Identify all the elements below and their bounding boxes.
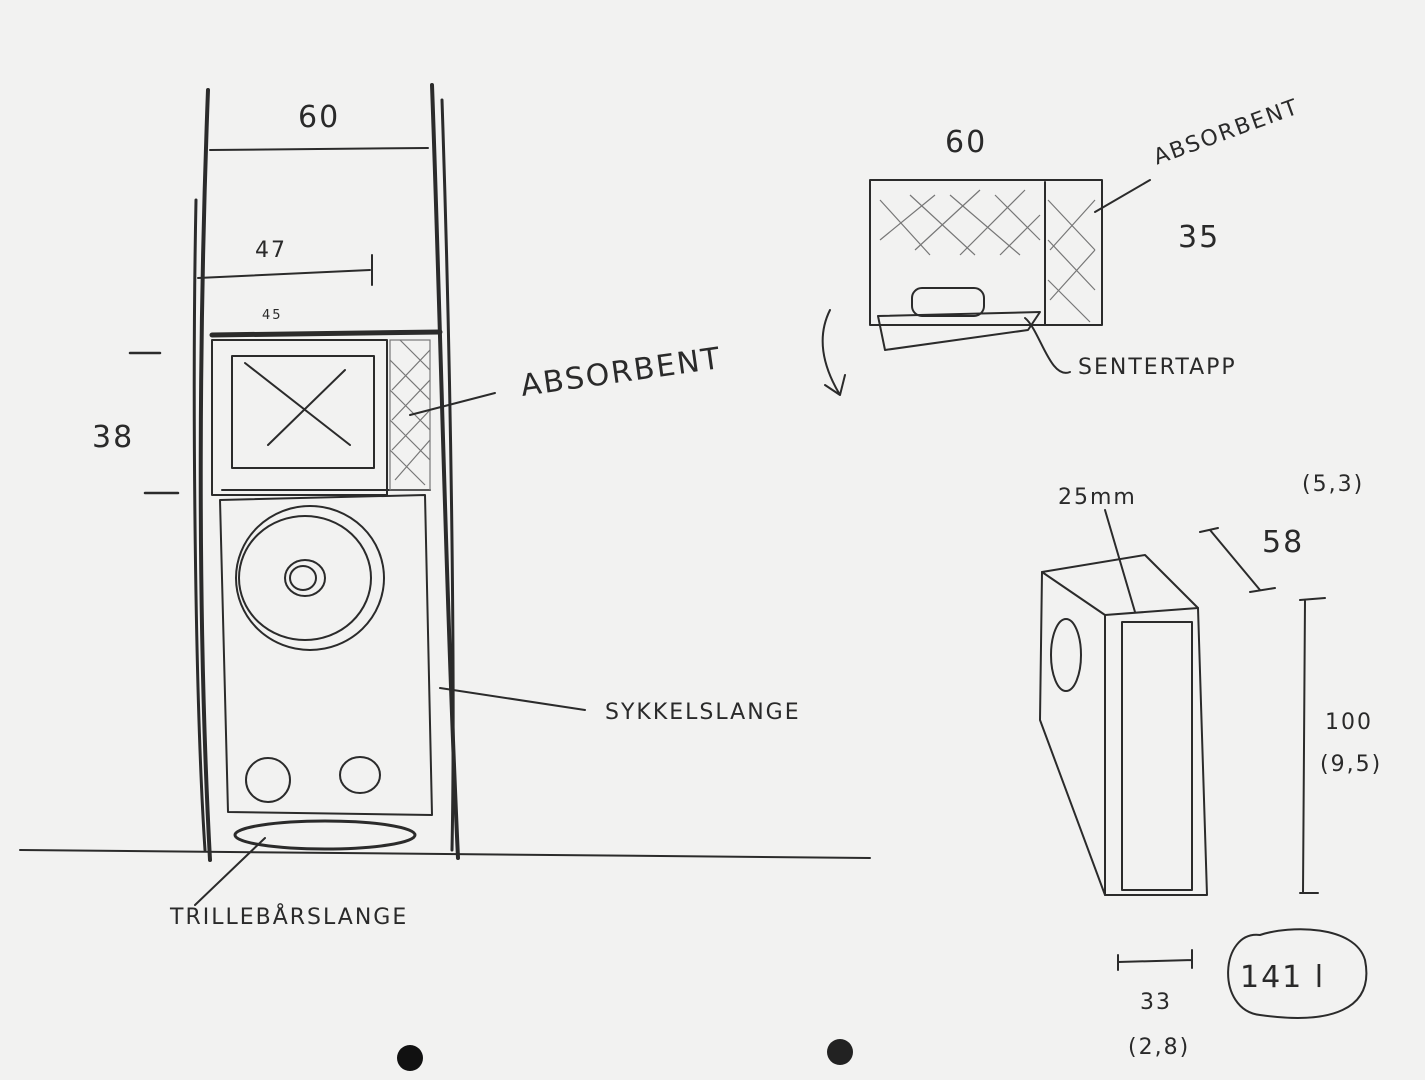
front-inner-width-label: 47 (255, 238, 287, 263)
bike-tube-label: SYKKELSLANGE (605, 700, 801, 725)
punch-hole (827, 1039, 853, 1065)
absorbent-hatch (389, 339, 431, 491)
height-label: 100 (1325, 710, 1373, 735)
volume-label: 141 l (1240, 960, 1326, 995)
top-width-label: 60 (945, 125, 988, 160)
top-view (821, 179, 1151, 396)
front-width-label: 60 (298, 100, 341, 135)
shelf-label: 45 (262, 308, 283, 323)
wheelbarrow-tube-label: TRILLEBÅRSLANGE (170, 905, 409, 930)
top-view-hatch (879, 189, 1096, 323)
depth-sub-label: (5,3) (1302, 472, 1365, 497)
amplifier-box (211, 339, 431, 496)
box-view (1039, 509, 1368, 1019)
speaker-enclosure (219, 494, 433, 851)
front-view-cabinet (128, 83, 460, 862)
leader-lines (19, 392, 871, 906)
top-depth-label: 35 (1178, 220, 1221, 255)
width-sub-label: (2,8) (1128, 1035, 1191, 1060)
height-sub-label: (9,5) (1320, 752, 1383, 777)
width-label: 33 (1140, 990, 1172, 1015)
depth-label: 58 (1262, 525, 1305, 560)
wall-thickness-label: 25mm (1058, 485, 1137, 510)
front-height-label: 38 (92, 420, 135, 455)
punch-hole (397, 1045, 423, 1071)
center-pin-label: SENTERTAPP (1078, 355, 1237, 380)
